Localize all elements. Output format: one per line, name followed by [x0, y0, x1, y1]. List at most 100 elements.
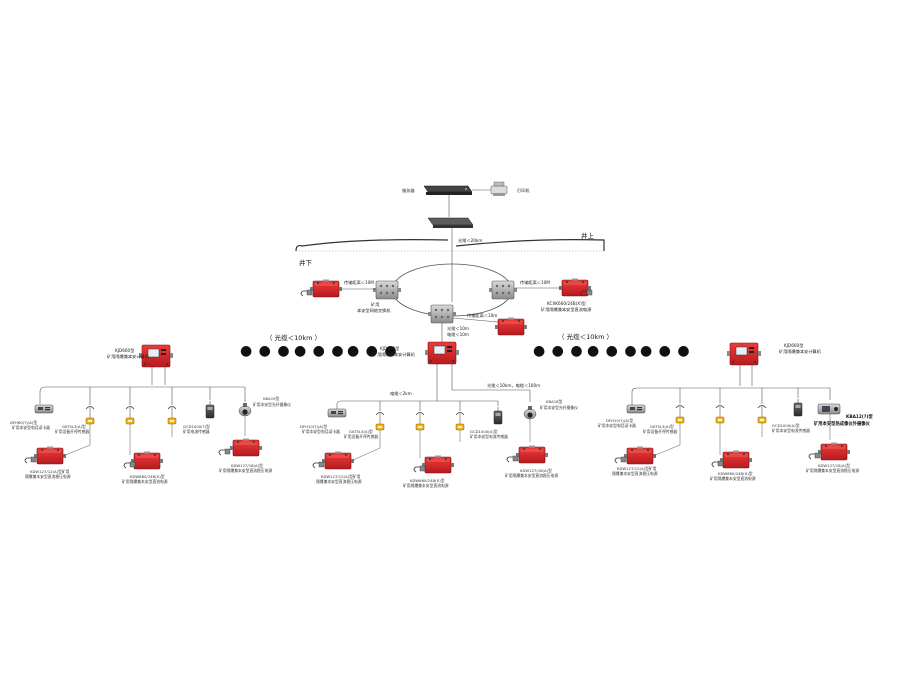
- center-ps-2-plug-icon: [413, 465, 426, 473]
- ellipsis-6: ● ● ●: [640, 343, 691, 359]
- switch-left-label-1: 矿用: [371, 301, 379, 308]
- right-ps-2-label-1: KDW660/24B(X)型: [718, 471, 753, 476]
- right-sensor-label-1: GKT5L3(A)型: [650, 424, 674, 429]
- surface-switch-icon: [427, 217, 474, 228]
- computer-right: [726, 342, 762, 366]
- server-unit: [423, 185, 473, 195]
- left-ps-1-label-1: KDW127/12(A)型矿用: [30, 469, 70, 474]
- center-sensor-2-icon: [415, 412, 425, 431]
- ellipsis-3: ● ● ●: [347, 343, 398, 359]
- switch-left-label-2: 本安型网络交换机: [357, 307, 391, 314]
- right-reader-icon: [626, 404, 646, 414]
- right-ps-1: [623, 446, 657, 465]
- center-reader-label-1: DFH10(?)(A)型: [300, 424, 327, 429]
- computer-left-label-2: 矿用隔爆兼本安计算机: [107, 353, 150, 360]
- right-reader-label-1: DFH10(?)(A)型: [606, 418, 633, 423]
- ring-ps-right: [558, 278, 592, 297]
- ring-ps-bottom: [494, 317, 528, 336]
- fiber-left-label: （ 光缆＜10km ）: [266, 333, 321, 342]
- left-camera-label-2: 矿用本安型光纤摄像仪: [253, 402, 291, 407]
- computer-center-label-2: 矿用隔爆兼本安计算机: [373, 351, 416, 358]
- right-cooler-label-2: 矿用本安型电流传感器: [772, 428, 810, 433]
- ellipsis-1: ● ● ●: [240, 343, 291, 359]
- left-ps-3: [229, 438, 263, 457]
- printer-label: 打印机: [517, 187, 530, 194]
- right-sensor-label-2: 矿用设备开停传感器: [643, 429, 677, 434]
- right-ps-1-plug-icon: [614, 456, 627, 464]
- dist-right-label: 传输距离＜10M: [520, 279, 550, 286]
- center-ps-1-label-2: 隔爆兼本安型直流稳压电源: [316, 479, 362, 484]
- left-sensor-3-icon: [167, 406, 177, 425]
- center-sensor-3-icon: [455, 412, 465, 431]
- ring-switch-bottom: [427, 304, 457, 324]
- ring-switch-left: [372, 280, 402, 300]
- right-ps-1-label-2: 隔爆兼本安型直流稳压电源: [612, 471, 658, 476]
- center-reader-icon: [327, 408, 347, 418]
- ps-right-label-1: KCXK660/24B(X)型: [547, 300, 586, 306]
- right-ps-2-plug-icon: [711, 460, 724, 468]
- center-ps-1-label-1: KDW127/12(A)型矿用: [321, 474, 361, 479]
- center-ps-2-label-2: 矿用隔爆兼本安型直流电源: [403, 483, 449, 488]
- center-ps-2-label-1: KDW660/24B(X)型: [410, 478, 445, 483]
- left-ps-3-label-2: 矿用隔爆兼本安型直流稳压电源: [219, 468, 272, 473]
- ring-plug-left-icon: [300, 289, 313, 297]
- right-dark-sensor-icon: [793, 398, 803, 417]
- left-reader-label-1: DFH60(?)(A)型: [10, 420, 37, 425]
- right-ps-2: [719, 450, 753, 469]
- center-group: 光缆＜10km，电缆＜100m 电缆＜2km DFH10(?)(A)型 矿用本安…: [300, 364, 578, 488]
- left-group: DFH60(?)(A)型 矿用本安型电话读卡器 GKT5L3(A)型 矿用设备开…: [10, 367, 291, 484]
- center-ps-3-label-2: 矿用隔爆兼本安型直流稳压电源: [505, 473, 558, 478]
- left-ps-2: [130, 451, 164, 470]
- right-group: DFH10(?)(A)型 矿用本安型电话读卡器 GKT5L3(A)型 矿用设备开…: [598, 365, 873, 481]
- computer-left-label-1: KJD660型: [115, 347, 134, 353]
- server-label: 服务器: [402, 187, 415, 194]
- center-ps-1-plug-icon: [312, 461, 325, 469]
- right-thermal-camera-icon: [817, 403, 841, 415]
- center-ps-1: [321, 451, 355, 470]
- ring-ps-bottom-link: [452, 317, 499, 323]
- center-camera-label-2: 矿用本安型光纤摄像仪: [540, 405, 578, 410]
- ring-switch-right: [488, 280, 518, 300]
- center-fiber-cable-label: 光缆＜10km，电缆＜100m: [487, 382, 540, 389]
- center-cooler-label-1: GCD1000(A)型: [470, 429, 498, 434]
- computer-right-label-2: 矿用隔爆兼本安计算机: [779, 348, 822, 355]
- left-ps-1-plug-icon: [24, 456, 37, 464]
- fiber-top-label: 光缆＜20km: [458, 237, 482, 244]
- ground-line-right: [455, 239, 605, 251]
- right-camera-label-1: KBA12(?)型: [846, 413, 873, 420]
- right-camera-label-2: 矿用本安型热成像仪外摄像仪: [814, 420, 871, 427]
- center-camera-label-1: KBA18型: [546, 399, 563, 404]
- ground-line-left: [295, 239, 449, 252]
- center-bus: [336, 400, 498, 410]
- dist-bottom-label: 传输距离＜10m: [467, 312, 497, 319]
- center-camera-icon: [523, 405, 537, 420]
- center-cable-label: 电缆＜2km: [390, 390, 412, 397]
- fiber-down-label-1: 光缆＜10m: [447, 325, 469, 332]
- center-sensor-label-1: GKT5L3(A)型: [349, 429, 373, 434]
- center-sensor-label-2: 矿用设备开停传感器: [344, 434, 378, 439]
- left-sensor-label-2: 矿用设备开停传感器: [55, 429, 89, 434]
- printer-icon: [490, 181, 508, 196]
- left-ps-2-plug-icon: [123, 461, 136, 469]
- right-ps-1-label-1: KDW127/12(A)型矿用: [617, 466, 657, 471]
- right-cooler-label-1: GCD1000(A)型: [772, 423, 800, 428]
- left-ps-2-label-1: KDW660/24B(X)型: [130, 474, 165, 479]
- center-ps-3-label-1: KDW127/18(A)型: [520, 468, 552, 473]
- center-sensor-1-icon: [375, 412, 385, 431]
- left-bus: [39, 386, 245, 404]
- left-cooler-label-1: GCD1000(?)型: [183, 424, 210, 429]
- left-cooler-label-2: 矿用电流传感器: [183, 429, 210, 434]
- right-ps-2-label-2: 矿用隔爆兼本安型直流电源: [710, 476, 756, 481]
- ring-ps-left: [309, 279, 343, 298]
- fiber-right-label: （ 光缆＜10km ）: [558, 332, 613, 341]
- center-ps-2: [421, 455, 455, 474]
- left-ps-3-plug-icon: [218, 448, 231, 456]
- right-sensor-2-icon: [715, 405, 725, 424]
- below-ground-label: 井下: [299, 258, 313, 267]
- right-sensor-3-icon: [757, 405, 767, 424]
- right-ps-3-plug-icon: [808, 452, 821, 460]
- center-ps-3-plug-icon: [506, 455, 519, 463]
- center-cooler-label-2: 矿用本安型电流传感器: [470, 434, 508, 439]
- ellipsis-5: ● ● ●: [587, 343, 638, 359]
